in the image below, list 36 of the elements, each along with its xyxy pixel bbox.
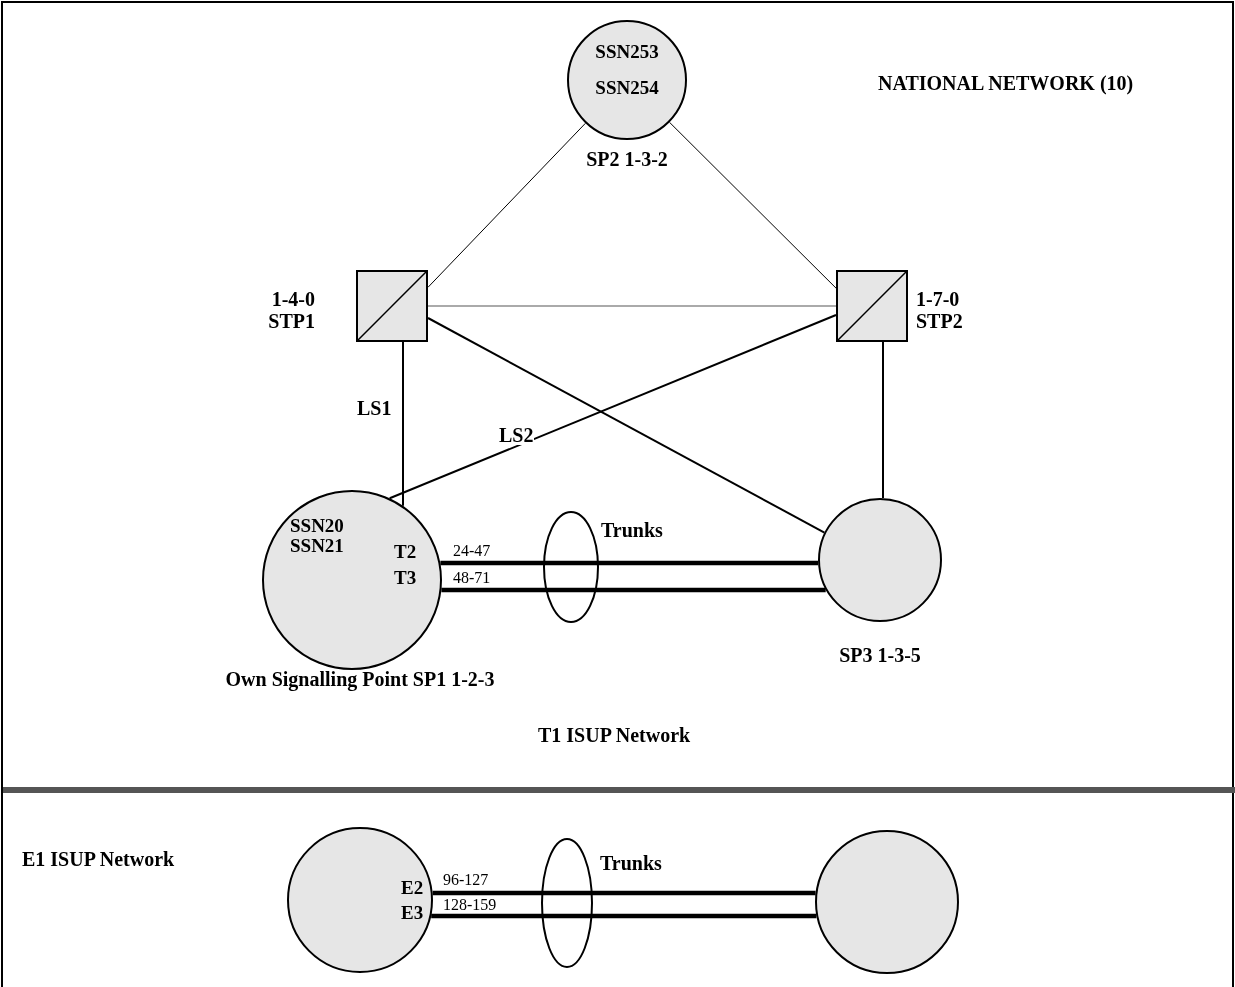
trunk-group-name: E2 <box>401 878 425 898</box>
point-code-label: Own Signalling Point SP1 1-2-3 <box>224 668 496 690</box>
trunk-group-name: E3 <box>401 903 425 923</box>
trunk-line <box>440 560 819 566</box>
circuit-range-label: 128-159 <box>442 897 498 913</box>
trunks-label: Trunks <box>601 519 663 541</box>
transfer-point-box <box>836 270 908 342</box>
link-set-label: LS1 <box>356 398 393 418</box>
point-code-label: 1-7-0 STP2 <box>916 288 964 332</box>
signalling-link-line <box>388 314 837 500</box>
trunk-line <box>432 890 816 896</box>
transfer-point-box <box>356 270 428 342</box>
signalling-link-line <box>427 305 837 307</box>
trunk-line <box>431 913 817 919</box>
subsystem-number: SSN254 <box>594 78 660 98</box>
trunk-group-name: T3 <box>394 568 418 588</box>
trunk-group-name: T2 <box>394 542 418 562</box>
subsystem-number: SSN253 <box>594 42 660 62</box>
signalling-link-line <box>882 341 884 500</box>
signalling-link-line <box>669 121 837 289</box>
point-code-label: SP2 1-3-2 <box>585 148 669 170</box>
circuit-range-label: 48-71 <box>452 570 492 586</box>
point-code-label: SP3 1-3-5 <box>838 644 922 666</box>
signalling-link-line <box>402 341 404 507</box>
trunks-label: Trunks <box>600 852 662 874</box>
network-title: NATIONAL NETWORK (10) <box>878 72 1134 94</box>
link-set-label: LS2 <box>498 425 535 445</box>
circuit-range-label: 96-127 <box>442 872 490 888</box>
signalling-link-line <box>427 317 826 534</box>
signalling-link-line <box>427 122 586 288</box>
circuit-range-label: 24-47 <box>452 543 492 559</box>
subsystem-number-list: SSN20 SSN21 <box>290 516 360 556</box>
network-title: T1 ISUP Network <box>538 724 691 746</box>
trunk-line <box>441 587 826 593</box>
point-code-label: 1-4-0 STP1 <box>267 288 315 332</box>
network-title: E1 ISUP Network <box>22 848 175 870</box>
